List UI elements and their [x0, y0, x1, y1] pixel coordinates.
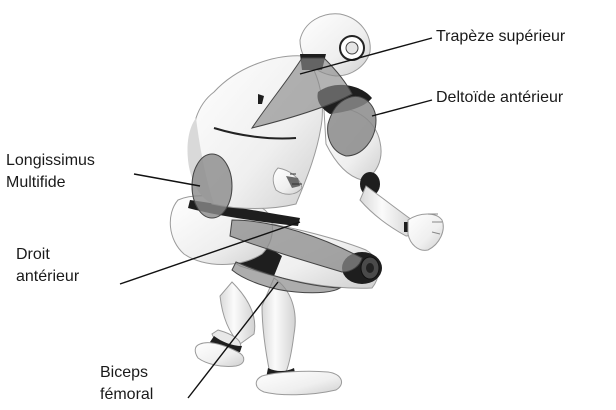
- label-longissimus-multifide: Longissimus Multifide: [6, 150, 95, 194]
- leader-line-deltoide: [372, 100, 432, 116]
- label-droit-line2: antérieur: [16, 266, 79, 288]
- label-trapeze-text: Trapèze supérieur: [436, 26, 565, 48]
- label-biceps-femoral: Biceps fémoral: [100, 362, 153, 406]
- label-longissimus-line1: Longissimus: [6, 150, 95, 172]
- label-droit-anterieur: Droit antérieur: [16, 244, 79, 288]
- label-biceps-line1: Biceps: [100, 362, 153, 384]
- label-deltoide-text: Deltoïde antérieur: [436, 87, 563, 109]
- label-biceps-line2: fémoral: [100, 384, 153, 406]
- leader-line-longissimus: [134, 174, 200, 186]
- label-droit-line1: Droit: [16, 244, 79, 266]
- label-trapeze-superieur: Trapèze supérieur: [436, 26, 565, 48]
- label-longissimus-line2: Multifide: [6, 172, 95, 194]
- label-deltoide-anterieur: Deltoïde antérieur: [436, 87, 563, 109]
